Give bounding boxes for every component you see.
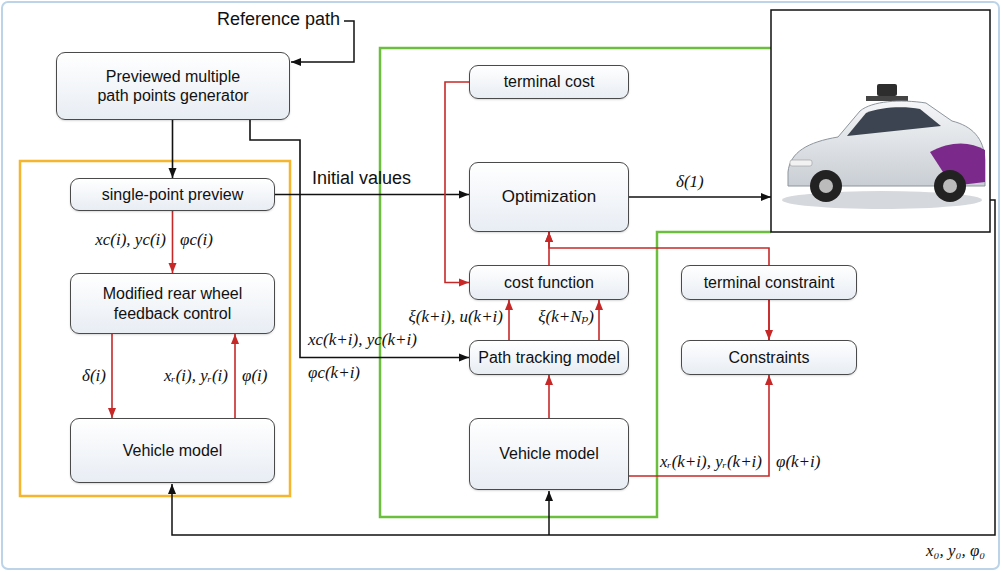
process-box: Optimization	[469, 162, 629, 232]
signal-label: xᵣ(k+i), yᵣ(k+i)	[660, 452, 762, 472]
signal-arrow	[548, 375, 550, 418]
process-box: Vehicle model	[469, 418, 629, 490]
signal-arrow	[445, 82, 469, 283]
edge-label: ξ(k+i), u(k+i)	[409, 307, 503, 327]
process-box: cost function	[469, 265, 629, 300]
process-box: Vehicle model	[70, 418, 275, 483]
box-text: terminal constraint	[704, 273, 835, 292]
signal-label: xᵣ(i), yᵣ(i)	[164, 366, 228, 386]
data-arrow	[172, 120, 174, 178]
box-text: Vehicle model	[499, 444, 599, 463]
feedback-group-frame	[20, 161, 290, 496]
process-box: Previewed multiple path points generator	[56, 52, 290, 120]
process-box: Path tracking model	[469, 340, 629, 375]
steering-output-arrow	[629, 196, 771, 198]
box-text: Vehicle model	[123, 441, 223, 460]
signal-label: φc(k+i)	[308, 363, 360, 383]
edge-label: ξ(k+Nₚ)	[538, 307, 594, 327]
signal-label: xc(k+i), yc(k+i)	[308, 330, 417, 350]
input-label: Reference path	[217, 9, 340, 31]
box-text: terminal cost	[504, 72, 595, 91]
box-text: Optimization	[502, 187, 596, 207]
signal-arrow	[234, 334, 236, 418]
process-box: single-point preview	[70, 178, 275, 211]
data-arrow	[275, 194, 469, 196]
box-text: Modified rear wheel feedback control	[88, 284, 258, 322]
process-box: Modified rear wheel feedback control	[70, 273, 275, 334]
state-feedback-branch	[548, 491, 550, 535]
signal-arrow	[508, 300, 510, 340]
box-text: Path tracking model	[478, 348, 619, 367]
box-text: single-point preview	[102, 185, 243, 204]
signal-label: δ(1)	[676, 172, 704, 192]
signal-label: δ(i)	[82, 366, 106, 386]
signal-arrow	[598, 300, 600, 340]
box-text: Previewed multiple path points generator	[93, 67, 253, 105]
edge-label: Initial values	[312, 168, 411, 190]
signal-label: xc(i), yc(i)	[95, 230, 166, 250]
signal-arrow	[111, 334, 113, 418]
state-feedback-line	[172, 200, 995, 535]
signal-arrow	[172, 211, 174, 273]
process-box: terminal cost	[469, 65, 629, 99]
signal-label: φ(k+i)	[776, 452, 820, 472]
process-box: terminal constraint	[681, 265, 857, 300]
box-text: Constraints	[729, 348, 810, 367]
signal-label: φ(i)	[242, 366, 267, 386]
signal-label: φc(i)	[180, 230, 213, 250]
vehicle-illustration	[771, 10, 990, 232]
process-box: Constraints	[681, 340, 857, 375]
signal-arrow	[629, 375, 769, 476]
box-text: cost function	[504, 273, 594, 292]
signal-label: x₀, y₀, φ₀	[926, 541, 985, 561]
